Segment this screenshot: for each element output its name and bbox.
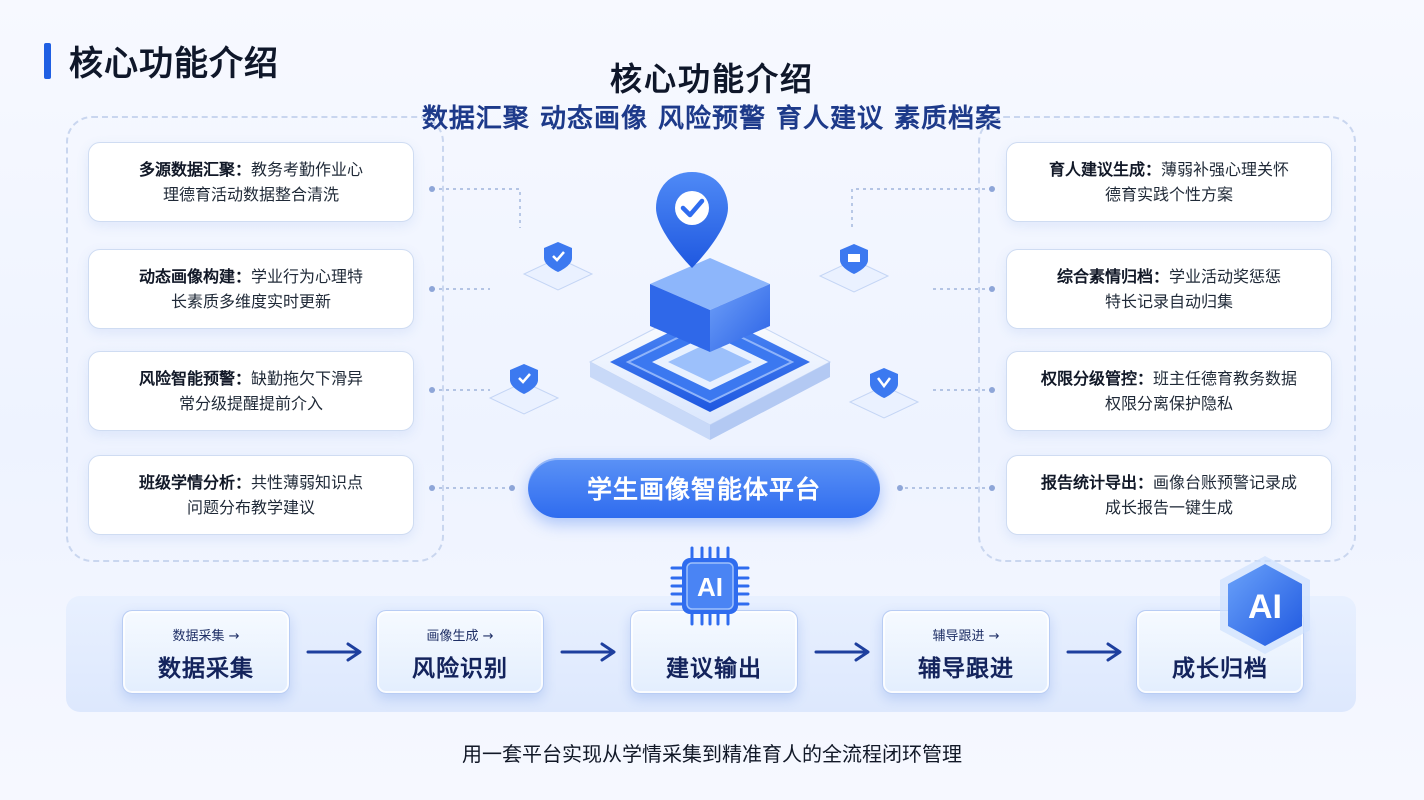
- corner-title-text: 核心功能介绍: [69, 44, 279, 84]
- feature-card-quality-archive: 综合素情归档：学业活动奖惩惩特长记录自动归集: [1006, 249, 1332, 329]
- shield-icon: [522, 242, 594, 291]
- ai-chip-icon: AI: [670, 546, 750, 626]
- platform-label: 学生画像智能体平台: [528, 458, 880, 518]
- page-subtitle: 数据汇聚 动态画像 风险预警 育人建议 素质档案: [421, 104, 1003, 134]
- feature-card-class-analysis: 班级学情分析：共性薄弱知识点问题分布教学建议: [88, 455, 414, 535]
- page-title: 核心功能介绍: [609, 60, 814, 98]
- feature-card-report-export: 报告统计导出：画像台账预警记录成成长报告一键生成: [1006, 455, 1332, 535]
- feature-card-data-aggregation: 多源数据汇聚：教务考勤作业心理德育活动数据整合清洗: [88, 142, 414, 222]
- feature-card-dynamic-profile: 动态画像构建：学业行为心理特长素质多维度实时更新: [88, 249, 414, 329]
- title-accent-bar: [44, 42, 51, 79]
- shield-icon: [818, 244, 890, 293]
- shield-icon: [488, 364, 560, 415]
- platform-base: [588, 299, 832, 440]
- arrow-right-icon: [1066, 642, 1122, 662]
- platform-illustration: [488, 172, 920, 440]
- ai-badge-icon: AI: [1220, 556, 1310, 654]
- right-feature-group: [978, 116, 1356, 562]
- flow-step-data-collection: 数据采集 → 数据采集: [122, 610, 290, 694]
- arrow-right-icon: [306, 642, 362, 662]
- shield-icon: [848, 368, 920, 419]
- corner-title: 核心功能介绍: [44, 36, 279, 85]
- left-feature-group: [66, 116, 444, 562]
- flow-step-risk-identification: 画像生成 → 风险识别: [376, 610, 544, 694]
- location-pin-check-icon: [656, 172, 728, 268]
- feature-card-risk-warning: 风险智能预警：缺勤拖欠下滑异常分级提醒提前介入: [88, 351, 414, 431]
- ai-badge-label: AI: [1248, 588, 1282, 626]
- feature-card-permission-control: 权限分级管控：班主任德育教务数据权限分离保护隐私: [1006, 351, 1332, 431]
- flow-step-guidance-followup: 辅导跟进 → 辅导跟进: [882, 610, 1050, 694]
- ai-chip-label: AI: [697, 572, 723, 602]
- center-cube: [650, 258, 770, 352]
- arrow-right-icon: [814, 642, 870, 662]
- feature-card-advice-generation: 育人建议生成：薄弱补强心理关怀德育实践个性方案: [1006, 142, 1332, 222]
- arrow-right-icon: [560, 642, 616, 662]
- footer-caption: 用一套平台实现从学情采集到精准育人的全流程闭环管理: [462, 742, 962, 766]
